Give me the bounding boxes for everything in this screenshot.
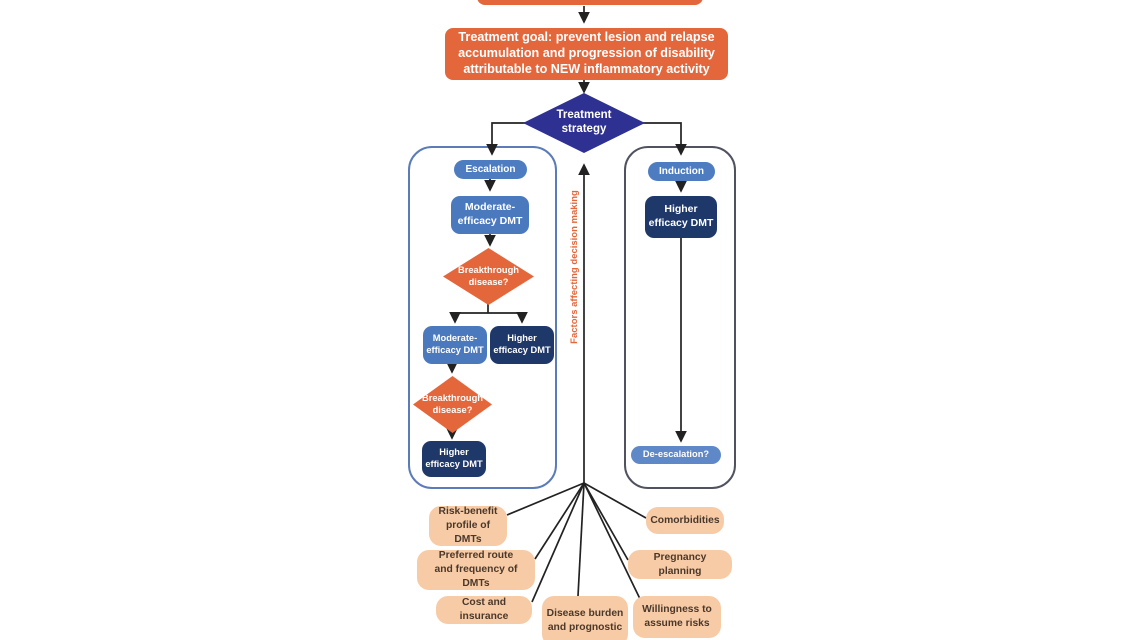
factors-axis-label: Factors affecting decision making (569, 190, 580, 344)
connector-strategy-to-induction (642, 122, 687, 156)
factor-line-cost-insurance (531, 482, 585, 603)
factor-risk-benefit-box: Risk-benefit profile of DMTs (429, 506, 507, 546)
factor-line-risk-benefit (506, 482, 585, 516)
stay-moderate-efficacy-dmt-box: Moderate- efficacy DMT (423, 326, 487, 364)
induction-header-pill: Induction (648, 162, 715, 181)
factor-comorbidities-box: Comorbidities (646, 507, 724, 534)
factor-preferred-route-box: Preferred route and frequency of DMTs (417, 550, 535, 590)
switch-higher-efficacy-dmt-box: Higher efficacy DMT (490, 326, 554, 364)
factor-disease-burden-box: Disease burden and prognostic (542, 596, 628, 640)
factor-cost-insurance-box: Cost and insurance (436, 596, 532, 624)
de-escalation-pill: De-escalation? (631, 446, 721, 464)
connector-strategy-to-escalation (486, 122, 526, 156)
factor-willingness-box: Willingness to assume risks (633, 596, 721, 638)
factor-line-willingness (583, 482, 642, 602)
factor-pregnancy-box: Pregnancy planning (628, 550, 732, 579)
induction-higher-efficacy-dmt-box: Higher efficacy DMT (645, 196, 717, 238)
final-higher-efficacy-dmt-box: Higher efficacy DMT (422, 441, 486, 477)
factor-line-disease-burden (577, 482, 585, 597)
factor-line-preferred-route (534, 482, 585, 560)
moderate-efficacy-dmt-box: Moderate- efficacy DMT (451, 196, 529, 234)
factor-line-pregnancy (583, 482, 629, 561)
treatment-goal-box: Treatment goal: prevent lesion and relap… (445, 28, 728, 80)
factor-line-comorbidities (583, 482, 647, 519)
top-cutoff-box (477, 0, 703, 5)
escalation-header-pill: Escalation (454, 160, 527, 179)
